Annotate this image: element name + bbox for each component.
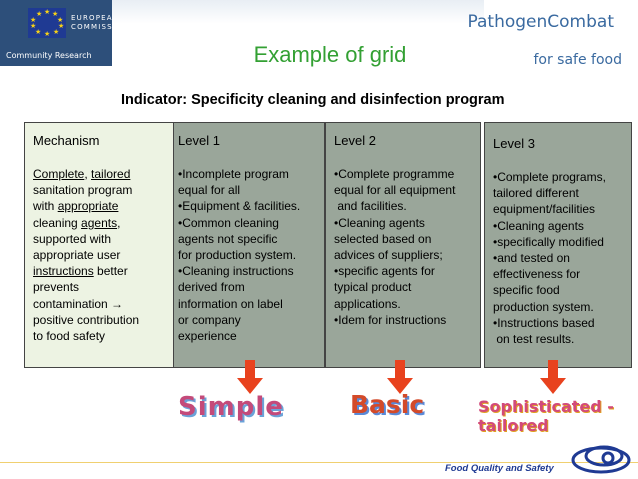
list-item: derived from [178, 280, 245, 295]
indicator-heading: Indicator: Specificity cleaning and disi… [121, 92, 505, 108]
list-item: and facilities. [334, 199, 407, 214]
footer-label: Food Quality and Safety [445, 463, 554, 474]
list-item: •specific agents for [334, 264, 435, 279]
list-item: advices of suppliers; [334, 248, 443, 263]
list-item: •and tested on [493, 251, 570, 266]
brand-line2: for safe food [533, 52, 622, 68]
list-item: •Cleaning agents [493, 218, 584, 233]
level2-heading: Level 2 [334, 133, 376, 148]
list-item: •Incomplete program [178, 167, 289, 181]
pathogencombat-logo: PathogenCombat for safe food [458, 2, 630, 78]
mechanism-column: Mechanism Complete, tailored sanitation … [24, 122, 176, 368]
list-item: applications. [334, 296, 401, 311]
fp6-logo [571, 445, 631, 474]
list-item: •Complete programme [334, 167, 455, 181]
list-item: tailored different [493, 186, 579, 201]
mechanism-text: Complete, tailored sanitation program wi… [33, 166, 167, 344]
list-item: specific food [493, 283, 560, 298]
text-line: prevents [33, 280, 80, 295]
eu-flag-icon: ★ ★ ★ ★ ★ ★ ★ ★ ★ ★ [28, 8, 66, 38]
text-comma: , [117, 215, 121, 230]
list-item: equal for all [178, 183, 241, 198]
text-comma: , [84, 167, 92, 181]
text-line: contamination [33, 296, 112, 311]
brand-line1: PathogenCombat [467, 12, 614, 32]
text-appropriate: appropriate [57, 199, 119, 214]
down-arrow-icon [237, 360, 263, 394]
text-line: sanitation program [33, 183, 133, 198]
mechanism-heading: Mechanism [33, 133, 100, 148]
list-item: effectiveness for [493, 267, 581, 282]
list-item: or company [178, 312, 241, 327]
list-item: •Cleaning agents [334, 215, 425, 230]
text-line: with [33, 199, 58, 214]
eu-text: EUROPEAN COMMISSION [71, 14, 129, 32]
list-item: agents not specific [178, 231, 278, 246]
list-item: information on label [178, 296, 283, 311]
text-line: supported with [33, 231, 112, 246]
down-arrow-icon [387, 360, 413, 394]
list-item: •Idem for instructions [334, 312, 447, 327]
text-line: positive contribution [33, 312, 140, 327]
header-band [112, 0, 484, 24]
text-instructions: instructions [33, 264, 94, 279]
page-title: Example of grid [253, 42, 407, 67]
list-item: •Instructions based [493, 315, 595, 330]
rating-simple: Simple [178, 392, 284, 422]
level1-text: •Incomplete program equal for all •Equip… [178, 166, 320, 344]
list-item: selected based on [334, 231, 432, 246]
text-better: better [93, 264, 128, 279]
top-header: ★ ★ ★ ★ ★ ★ ★ ★ ★ ★ EUROPEAN COMMISSION … [0, 0, 638, 68]
eu-line2: COMMISSION [71, 23, 130, 31]
list-item: experience [178, 329, 237, 344]
level1-column: Level 1 •Incomplete program equal for al… [173, 122, 325, 368]
level3-heading: Level 3 [493, 136, 535, 151]
list-item: on test results. [493, 332, 575, 347]
list-item: production system. [493, 299, 594, 314]
list-item: for production system. [178, 248, 297, 263]
text-tailored: tailored [91, 167, 131, 181]
level2-text: •Complete programme equal for all equipm… [334, 166, 472, 328]
level1-heading: Level 1 [178, 133, 220, 148]
text-agents: agents [81, 215, 118, 230]
eu-logo: ★ ★ ★ ★ ★ ★ ★ ★ ★ ★ EUROPEAN COMMISSION … [0, 0, 128, 66]
list-item: equal for all equipment [334, 183, 456, 198]
level2-column: Level 2 •Complete programme equal for al… [325, 122, 481, 368]
text-line: to food safety [33, 329, 106, 344]
eu-line1: EUROPEAN [71, 14, 120, 22]
level3-column: Level 3 •Complete programs, tailored dif… [484, 122, 632, 368]
list-item: •specifically modified [493, 234, 604, 249]
list-item: equipment/facilities [493, 202, 596, 217]
text-line: cleaning [33, 215, 82, 230]
rating-basic: Basic [350, 390, 425, 419]
arrow-right-icon: → [111, 296, 124, 311]
footer-divider [0, 462, 638, 463]
down-arrow-icon [540, 360, 566, 394]
list-item: •Cleaning instructions [178, 264, 294, 279]
text-line: appropriate user [33, 248, 121, 263]
text-complete: Complete [33, 167, 85, 181]
list-item: •Complete programs, [493, 170, 606, 184]
eu-research-label: Community Research [6, 51, 92, 60]
rating-sophisticated: Sophisticated - tailored [478, 397, 614, 435]
list-item: typical product [334, 280, 412, 295]
list-item: •Equipment & facilities. [178, 199, 301, 214]
list-item: •Common cleaning [178, 215, 279, 230]
level3-text: •Complete programs, tailored different e… [493, 169, 623, 347]
